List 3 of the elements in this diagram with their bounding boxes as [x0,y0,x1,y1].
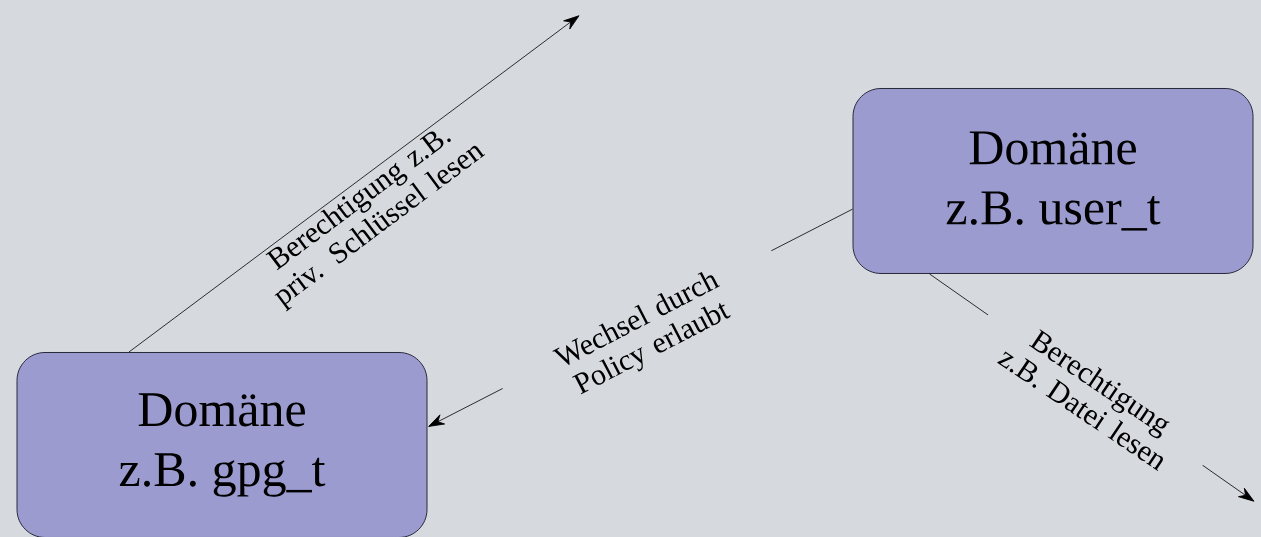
domain-box: Domäne z.B. user_t [852,88,1254,274]
arrow [128,15,580,353]
domain-box: Domäne z.B. gpg_t [16,352,428,537]
